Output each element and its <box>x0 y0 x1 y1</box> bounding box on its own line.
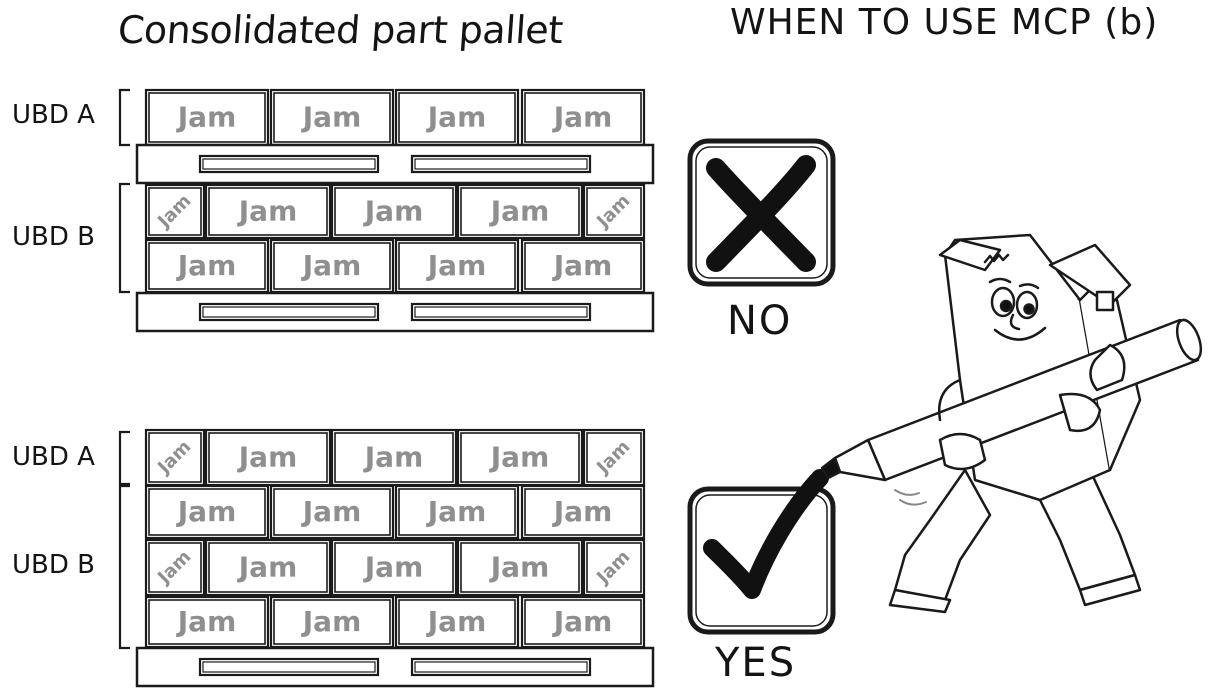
carton-label: Jam <box>301 495 362 528</box>
carton: Jam <box>146 597 268 647</box>
pallet <box>137 648 653 686</box>
carton: Jam <box>271 486 393 538</box>
carton: Jam <box>146 540 204 595</box>
carton: Jam <box>458 430 582 485</box>
carton: Jam <box>522 486 644 538</box>
carton-label: Jam <box>176 101 237 134</box>
carton: Jam <box>206 185 330 238</box>
carton-label: Jam <box>426 101 487 134</box>
carton: Jam <box>396 597 518 647</box>
carton-label: Jam <box>426 605 487 638</box>
carton: Jam <box>396 90 518 145</box>
carton-label: Jam <box>237 195 298 228</box>
carton-label: Jam <box>176 495 237 528</box>
pallet <box>137 293 653 331</box>
carton-label: Jam <box>426 495 487 528</box>
carton-label: Jam <box>552 605 613 638</box>
bottom-ubd-a-bracket <box>120 432 130 484</box>
mascot-left-pupil <box>1001 301 1011 311</box>
carton: Jam <box>396 486 518 538</box>
carton: Jam <box>584 540 644 595</box>
carton: Jam <box>458 540 582 595</box>
carton: Jam <box>271 597 393 647</box>
carton: Jam <box>271 90 393 145</box>
carton: Jam <box>332 430 456 485</box>
left-leg <box>895 470 990 600</box>
carton: Jam <box>146 185 204 238</box>
carton-label: Jam <box>237 551 298 584</box>
carton-label: Jam <box>301 249 362 282</box>
carton-label: Jam <box>176 249 237 282</box>
top-ubd-a-bracket <box>120 90 130 145</box>
mascot-label-patch <box>1097 292 1113 310</box>
motion-line <box>895 490 919 495</box>
carton: Jam <box>271 240 393 292</box>
x-icon <box>690 141 833 284</box>
carton-label: Jam <box>363 441 424 474</box>
mascot-right-pupil <box>1025 305 1034 314</box>
carton-label: Jam <box>363 195 424 228</box>
carton-label: Jam <box>489 441 550 474</box>
top-ubd-b-bracket <box>120 184 130 292</box>
carton: Jam <box>522 597 644 647</box>
carton-label: Jam <box>552 249 613 282</box>
box-mascot-with-pen <box>822 235 1206 612</box>
carton-label: Jam <box>489 551 550 584</box>
carton: Jam <box>584 430 644 485</box>
carton: Jam <box>584 185 644 238</box>
carton-label: Jam <box>552 495 613 528</box>
carton: Jam <box>206 540 330 595</box>
carton-label: Jam <box>301 605 362 638</box>
motion-line <box>900 500 926 505</box>
carton: Jam <box>146 90 268 145</box>
carton-label: Jam <box>426 249 487 282</box>
carton: Jam <box>522 240 644 292</box>
carton-label: Jam <box>363 551 424 584</box>
carton: Jam <box>396 240 518 292</box>
carton: Jam <box>332 185 456 238</box>
carton: Jam <box>458 185 582 238</box>
carton-label: Jam <box>301 101 362 134</box>
pallet <box>137 145 653 183</box>
carton: Jam <box>332 540 456 595</box>
carton: Jam <box>146 486 268 538</box>
carton: Jam <box>522 90 644 145</box>
bottom-ubd-b-bracket <box>120 486 130 648</box>
carton-label: Jam <box>176 605 237 638</box>
carton-label: Jam <box>552 101 613 134</box>
carton: Jam <box>146 240 268 292</box>
carton: Jam <box>146 430 204 485</box>
checkmark-icon <box>690 478 833 632</box>
carton-label: Jam <box>489 195 550 228</box>
mascot-lower-hand <box>940 434 985 469</box>
carton: Jam <box>206 430 330 485</box>
brackets <box>120 90 130 648</box>
carton-label: Jam <box>237 441 298 474</box>
